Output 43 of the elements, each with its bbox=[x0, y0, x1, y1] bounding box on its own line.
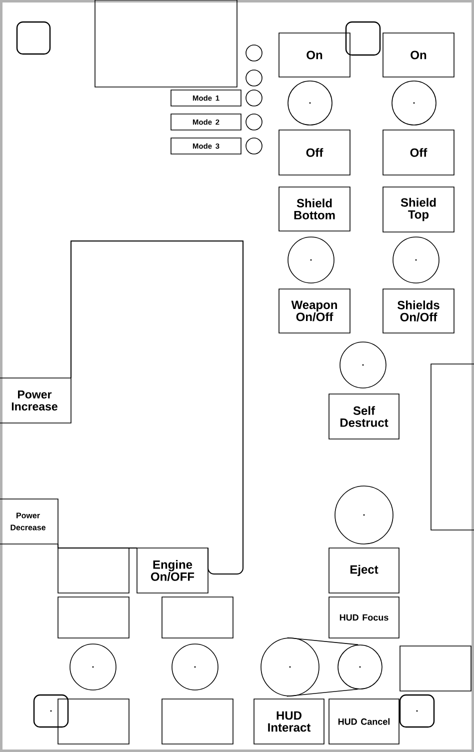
labeled-button: On bbox=[278, 32, 350, 78]
knob bbox=[392, 236, 440, 284]
rounded-square bbox=[345, 21, 381, 56]
knob bbox=[70, 644, 116, 690]
blank-panel bbox=[94, 0, 238, 88]
indicator-light bbox=[246, 114, 262, 130]
knob bbox=[392, 80, 436, 126]
knob bbox=[338, 644, 382, 690]
labeled-button: Self Destruct bbox=[328, 394, 400, 440]
rounded-square bbox=[399, 694, 435, 728]
indicator-light bbox=[246, 70, 262, 86]
knob bbox=[288, 80, 332, 126]
belt-line bbox=[287, 637, 358, 646]
knob bbox=[172, 644, 218, 690]
labeled-button: Power Increase bbox=[0, 378, 72, 424]
blank-panel bbox=[430, 364, 474, 530]
labeled-button: HUD Interact bbox=[254, 698, 324, 744]
labeled-button: Power Decrease bbox=[0, 498, 58, 544]
blank-panel bbox=[58, 596, 130, 638]
indicator-light bbox=[246, 44, 262, 62]
indicator-light bbox=[246, 138, 262, 154]
labeled-button: HUD Focus bbox=[328, 596, 400, 638]
indicator-light bbox=[246, 90, 262, 106]
labeled-button: On bbox=[382, 32, 454, 78]
blank-panel bbox=[58, 698, 130, 744]
labeled-button: Eject bbox=[328, 548, 400, 594]
knob bbox=[340, 342, 386, 388]
blank-panel bbox=[400, 646, 472, 692]
blank-panel bbox=[162, 698, 234, 744]
rounded-square bbox=[33, 694, 69, 728]
knob bbox=[334, 486, 394, 544]
labeled-button: Off bbox=[382, 130, 454, 176]
labeled-button: Weapon On/Off bbox=[278, 288, 350, 334]
blank-panel bbox=[162, 596, 234, 638]
labeled-button: Engine On/OFF bbox=[136, 548, 208, 594]
blank-panel bbox=[58, 548, 130, 594]
knob bbox=[260, 638, 320, 696]
labeled-button: HUD Cancel bbox=[328, 698, 400, 744]
labeled-button: Off bbox=[278, 130, 350, 176]
labeled-button: Shields On/Off bbox=[382, 288, 454, 334]
labeled-button: Shield Bottom bbox=[278, 186, 350, 232]
knob bbox=[288, 236, 334, 284]
labeled-button: Shield Top bbox=[382, 186, 454, 232]
